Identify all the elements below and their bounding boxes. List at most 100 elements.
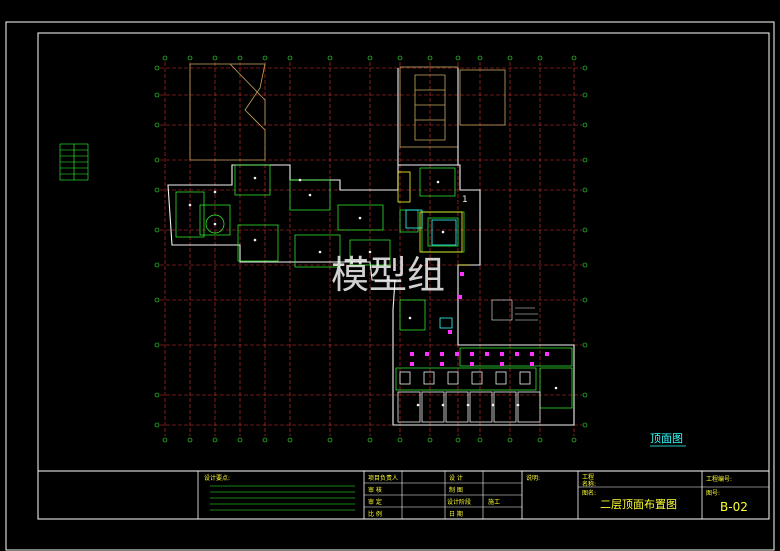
grid-bubble	[477, 437, 483, 443]
view-title: 顶面图	[650, 432, 683, 445]
grid-bubble	[327, 437, 333, 443]
grid-bubble	[154, 92, 160, 98]
light-point	[416, 403, 420, 407]
grid-bubble	[154, 422, 160, 428]
bay-wc	[399, 371, 411, 385]
grid-bubble	[287, 55, 293, 61]
design-label: 设 计	[449, 474, 463, 482]
light-point	[213, 222, 217, 226]
grid-bubble	[262, 55, 268, 61]
grid-bubble	[237, 437, 243, 443]
scale-label: 比 例	[368, 510, 382, 518]
wall-outline	[167, 68, 575, 426]
magenta-marker	[500, 362, 504, 366]
grid-bubble	[154, 65, 160, 71]
light-point	[408, 316, 412, 320]
grid-bubble	[477, 55, 483, 61]
grid-bubble	[537, 55, 543, 61]
grid-bubble	[582, 342, 588, 348]
watermark-text: 模型组	[331, 253, 445, 297]
grid-bubble	[154, 122, 160, 128]
grid-bubble	[367, 437, 373, 443]
grid-bubble	[582, 422, 588, 428]
grid-bubble	[162, 437, 168, 443]
project-name-label: 名称:	[582, 480, 596, 488]
project-lead-label: 项目负责人	[368, 474, 398, 482]
grid-bubble	[154, 297, 160, 303]
grid-bubble	[262, 437, 268, 443]
light-point	[308, 193, 312, 197]
review-label: 审 核	[368, 486, 382, 494]
stage-label: 设计阶段	[447, 498, 471, 506]
fixtures-yellow	[397, 171, 470, 266]
magenta-marker	[500, 352, 504, 356]
grid-bubble	[455, 55, 461, 61]
light-point	[318, 250, 322, 254]
grid-bubble	[582, 65, 588, 71]
room-detailing	[175, 164, 573, 409]
outer-border	[5, 21, 775, 551]
grid-bubble	[582, 392, 588, 398]
drawing-number: B-02	[720, 500, 748, 514]
grid-bubble	[582, 227, 588, 233]
legend-table	[59, 143, 89, 181]
light-point	[441, 403, 445, 407]
grid-bubble	[582, 297, 588, 303]
light-point	[358, 216, 362, 220]
light-point	[298, 178, 302, 182]
magenta-marker	[530, 352, 534, 356]
axis-grid	[160, 62, 582, 436]
light-point	[253, 238, 257, 242]
grid-bubble	[327, 55, 333, 61]
bay-room	[469, 391, 493, 423]
drawing-name-label: 图名:	[582, 489, 596, 497]
bay-room	[493, 391, 517, 423]
magenta-marker	[410, 362, 414, 366]
magenta-marker	[545, 352, 549, 356]
grid-bubble	[582, 187, 588, 193]
grid-bubble	[397, 55, 403, 61]
grid-bubble	[427, 55, 433, 61]
light-point	[491, 403, 495, 407]
grid-bubble	[582, 157, 588, 163]
grid-bubble	[154, 187, 160, 193]
grid-bubble	[571, 55, 577, 61]
drawing-no-label: 图号:	[706, 490, 720, 497]
light-point	[466, 403, 470, 407]
project-label: 工程	[582, 473, 594, 481]
title-block	[37, 470, 770, 520]
light-point	[368, 250, 372, 254]
light-point	[213, 190, 217, 194]
bay-room	[445, 391, 469, 423]
bay-wc	[495, 371, 507, 385]
grid-bubble	[154, 157, 160, 163]
bay-room	[517, 391, 541, 423]
magenta-marker	[448, 330, 452, 334]
grid-bubble	[582, 92, 588, 98]
light-point	[554, 386, 558, 390]
draft-label: 制 图	[449, 486, 463, 494]
magenta-marker	[470, 352, 474, 356]
magenta-marker	[485, 352, 489, 356]
grid-bubble	[287, 437, 293, 443]
lower-rooms	[397, 371, 541, 423]
light-point	[436, 180, 440, 184]
grid-bubble	[154, 227, 160, 233]
magenta-marker	[530, 362, 534, 366]
grid-bubble	[154, 262, 160, 268]
magenta-marker	[410, 352, 414, 356]
fixtures-cyan	[405, 209, 457, 329]
grid-bubble	[397, 437, 403, 443]
fixtures-magenta	[410, 272, 549, 366]
stage-value: 施工	[488, 498, 500, 506]
grid-bubble	[187, 55, 193, 61]
remarks-label: 说明:	[526, 474, 540, 482]
magenta-marker	[455, 352, 459, 356]
grid-bubble	[537, 437, 543, 443]
grid-bubble	[455, 437, 461, 443]
date-label: 日 期	[449, 510, 463, 518]
grid-bubble	[427, 437, 433, 443]
grid-bubble	[154, 342, 160, 348]
